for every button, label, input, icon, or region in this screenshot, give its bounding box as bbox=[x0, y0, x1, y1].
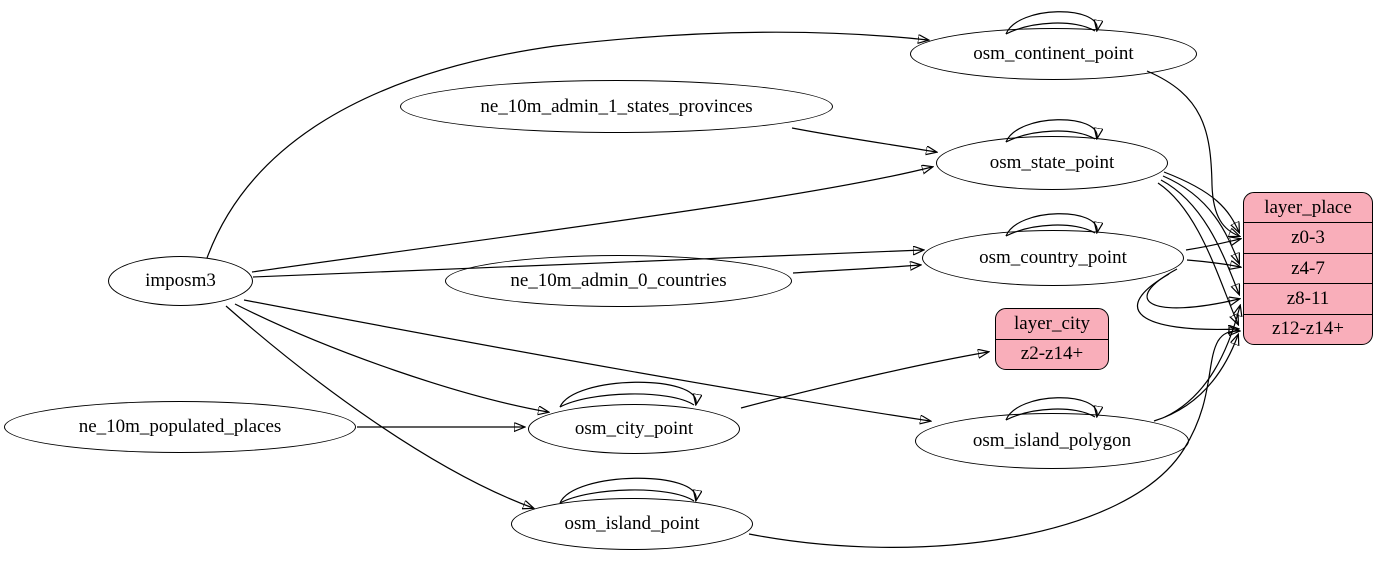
edge-osm_island_polygon-layer_place-z8-11 bbox=[1164, 306, 1240, 418]
node-osm-city-point: osm_city_point bbox=[528, 404, 740, 454]
edge-osm_country_point-layer_place-z0-3 bbox=[1185, 239, 1240, 251]
record-layer-place-row-z8-11: z8-11 bbox=[1244, 283, 1372, 313]
record-layer-place-title: layer_place bbox=[1264, 196, 1352, 218]
edge-osm_city_point-layer_city bbox=[740, 352, 988, 409]
edge-imposm3-osm_continent_point bbox=[206, 31, 928, 259]
edge-imposm3-osm_island_polygon bbox=[243, 299, 930, 421]
node-osm-continent-point: osm_continent_point bbox=[910, 28, 1197, 80]
node-ne-10m-populated-places: ne_10m_populated_places bbox=[4, 401, 356, 453]
record-layer-place: layer_place z0-3 z4-7 z8-11 z12-z14+ bbox=[1243, 192, 1373, 345]
node-ne-10m-admin-0-countries: ne_10m_admin_0_countries bbox=[445, 255, 792, 307]
node-ne-10m-admin-1-states-provinces: ne_10m_admin_1_states_provinces bbox=[400, 80, 833, 133]
edge-osm_country_point-layer_place-z12-z14 bbox=[1136, 273, 1238, 329]
node-osm-country-point: osm_country_point bbox=[922, 230, 1184, 286]
record-layer-city-row-z2-z14: z2-z14+ bbox=[996, 338, 1108, 370]
edge-osm_state_point-layer_place-z8-11 bbox=[1160, 179, 1239, 294]
edge-osm_state_point-layer_place-z0-3 bbox=[1163, 171, 1239, 232]
edge-ne_10m_admin_1_states_provinces-osm_state_point bbox=[791, 127, 936, 152]
record-layer-city: layer_city z2-z14+ bbox=[995, 308, 1109, 370]
edge-osm_country_point-layer_place-z8-11 bbox=[1146, 268, 1239, 309]
edge-ne_10m_admin_0_countries-osm_country_point bbox=[792, 265, 920, 274]
node-osm-island-polygon: osm_island_polygon bbox=[915, 413, 1189, 469]
record-layer-place-row-z0-3: z0-3 bbox=[1244, 222, 1372, 252]
node-imposm3: imposm3 bbox=[108, 256, 253, 306]
edge-osm_country_point-layer_place-z4-7 bbox=[1186, 259, 1240, 267]
edge-osm_island_polygon-layer_place-z12-z14 bbox=[1153, 335, 1238, 422]
edge-imposm3-osm_city_point bbox=[234, 303, 548, 412]
record-layer-place-row-z12-z14: z12-z14+ bbox=[1244, 313, 1372, 344]
node-osm-island-point: osm_island_point bbox=[511, 498, 753, 550]
node-osm-state-point: osm_state_point bbox=[936, 136, 1168, 190]
record-layer-city-title: layer_city bbox=[1014, 312, 1090, 334]
record-layer-place-row-z4-7: z4-7 bbox=[1244, 252, 1372, 283]
